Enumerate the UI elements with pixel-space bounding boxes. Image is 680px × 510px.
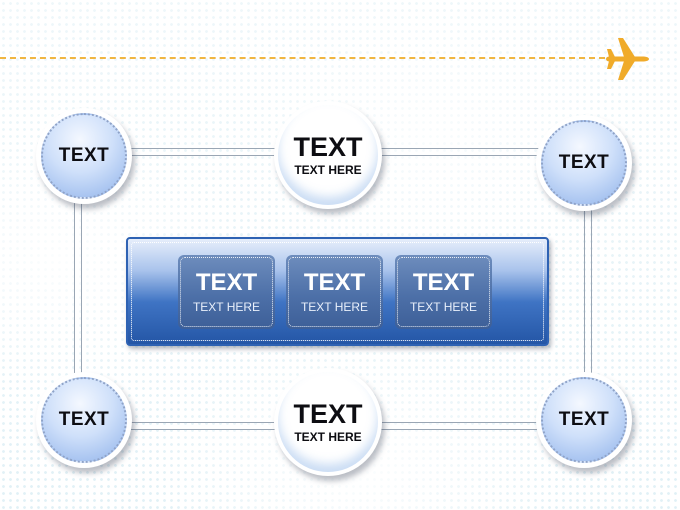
node-face: TEXT	[541, 120, 627, 206]
connector-right	[584, 205, 592, 385]
card-title: TEXT	[303, 269, 366, 296]
card-border	[397, 257, 490, 327]
card-border	[180, 257, 273, 327]
node-top-left: TEXT	[36, 108, 132, 204]
node-bottom-left: TEXT	[36, 372, 132, 468]
node-face: TEXT	[41, 377, 127, 463]
node-label: TEXT	[558, 152, 610, 173]
node-top-right: TEXT	[536, 115, 632, 211]
node-title: TEXT	[293, 399, 363, 429]
card-subtitle: TEXT HERE	[192, 300, 261, 314]
card-title: TEXT	[412, 269, 475, 296]
center-card-1: TEXT TEXT HERE	[178, 255, 275, 329]
node-face: TEXT	[41, 113, 127, 199]
center-panel-border	[131, 242, 544, 341]
node-label: TEXT	[558, 409, 610, 430]
connector-left	[74, 198, 82, 388]
card-subtitle: TEXT HERE	[409, 300, 478, 314]
node-bottom-right: TEXT	[536, 372, 632, 468]
node-subtitle: TEXT HERE	[294, 163, 362, 177]
node-bottom-middle: TEXT TEXT HERE	[274, 368, 382, 476]
node-top-middle: TEXT TEXT HERE	[274, 101, 382, 209]
center-panel: TEXT TEXT HERE TEXT TEXT HERE TEXT TEXT …	[126, 237, 549, 346]
node-face: TEXT TEXT HERE	[278, 372, 378, 472]
card-border	[288, 257, 381, 327]
node-face: TEXT	[541, 377, 627, 463]
node-title: TEXT	[293, 132, 363, 162]
airplane-icon	[606, 38, 649, 80]
card-title: TEXT	[195, 269, 258, 296]
node-label: TEXT	[58, 145, 110, 166]
node-face: TEXT TEXT HERE	[278, 105, 378, 205]
center-card-2: TEXT TEXT HERE	[286, 255, 383, 329]
dashed-flight-line	[0, 57, 605, 59]
node-subtitle: TEXT HERE	[294, 430, 362, 444]
node-label: TEXT	[58, 409, 110, 430]
center-card-3: TEXT TEXT HERE	[395, 255, 492, 329]
card-subtitle: TEXT HERE	[300, 300, 369, 314]
